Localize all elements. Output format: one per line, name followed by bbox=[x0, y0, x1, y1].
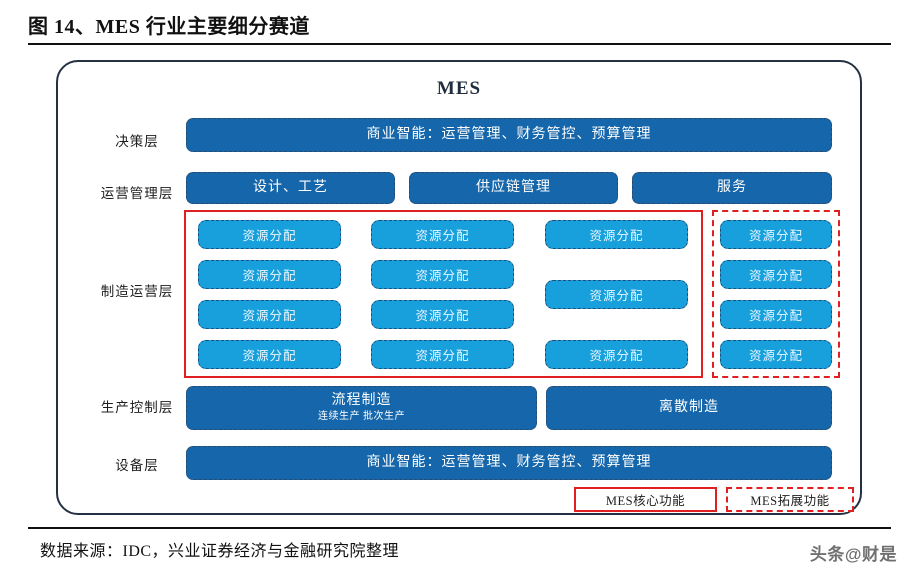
operations-bar-service[interactable]: 服务 bbox=[632, 172, 832, 204]
equipment-layer-bar[interactable]: 商业智能：运营管理、财务管控、预算管理 bbox=[186, 446, 832, 480]
core-cell-c1r4-label: 资源分配 bbox=[242, 349, 297, 363]
data-source-note: 数据来源：IDC，兴业证券经济与金融研究院整理 bbox=[40, 543, 400, 560]
core-cell-c3r3-label: 资源分配 bbox=[589, 349, 644, 363]
legend-extension-function-label: MES拓展功能 bbox=[750, 494, 830, 508]
production-bar-discrete-manufacturing[interactable]: 离散制造 bbox=[546, 386, 832, 430]
layer-label-production-control: 生产控制层 bbox=[100, 400, 174, 415]
operations-bar-service-label: 服务 bbox=[717, 179, 747, 195]
extension-cell-r4-label: 资源分配 bbox=[748, 349, 803, 363]
core-cell-c1r1[interactable]: 资源分配 bbox=[198, 220, 341, 249]
extension-cell-r2[interactable]: 资源分配 bbox=[720, 260, 832, 289]
layer-label-decision: 决策层 bbox=[115, 134, 159, 149]
core-cell-c2r1-label: 资源分配 bbox=[415, 229, 470, 243]
mes-extension-function-region bbox=[712, 210, 840, 378]
diagram-title: MES bbox=[436, 78, 482, 99]
layer-label-operations: 运营管理层 bbox=[100, 186, 174, 201]
core-cell-c3r2-label: 资源分配 bbox=[589, 289, 644, 303]
watermark: 头条@财是 bbox=[809, 545, 897, 564]
legend-core-function: MES核心功能 bbox=[574, 487, 717, 512]
core-cell-c2r4[interactable]: 资源分配 bbox=[371, 340, 514, 369]
title-divider bbox=[28, 43, 891, 45]
extension-cell-r4[interactable]: 资源分配 bbox=[720, 340, 832, 369]
extension-cell-r1-label: 资源分配 bbox=[748, 229, 803, 243]
core-cell-c2r3-label: 资源分配 bbox=[415, 309, 470, 323]
core-cell-c3r3[interactable]: 资源分配 bbox=[545, 340, 688, 369]
layer-label-manufacturing: 制造运营层 bbox=[100, 284, 174, 299]
operations-bar-design-label: 设计、工艺 bbox=[253, 179, 328, 195]
production-bar-process-manufacturing-title: 流程制造 bbox=[331, 393, 392, 409]
footer-divider bbox=[28, 527, 891, 529]
decision-layer-bar-label: 商业智能：运营管理、财务管控、预算管理 bbox=[366, 126, 652, 142]
core-cell-c2r2-label: 资源分配 bbox=[415, 269, 470, 283]
production-bar-discrete-manufacturing-title: 离散制造 bbox=[659, 399, 719, 415]
diagram-container: MES 决策层 运营管理层 制造运营层 生产控制层 设备层 商业智能：运营管理、… bbox=[56, 60, 862, 515]
production-bar-process-manufacturing[interactable]: 流程制造 连续生产 批次生产 bbox=[186, 386, 537, 430]
extension-cell-r3-label: 资源分配 bbox=[748, 309, 803, 323]
core-cell-c1r2[interactable]: 资源分配 bbox=[198, 260, 341, 289]
core-cell-c1r3-label: 资源分配 bbox=[242, 309, 297, 323]
core-cell-c1r3[interactable]: 资源分配 bbox=[198, 300, 341, 329]
core-cell-c3r1-label: 资源分配 bbox=[589, 229, 644, 243]
mes-core-function-region bbox=[184, 210, 703, 378]
operations-bar-supply-chain-label: 供应链管理 bbox=[476, 179, 551, 195]
extension-cell-r1[interactable]: 资源分配 bbox=[720, 220, 832, 249]
core-cell-c2r3[interactable]: 资源分配 bbox=[371, 300, 514, 329]
core-cell-c1r4[interactable]: 资源分配 bbox=[198, 340, 341, 369]
legend-core-function-label: MES核心功能 bbox=[605, 494, 686, 508]
core-cell-c2r2[interactable]: 资源分配 bbox=[371, 260, 514, 289]
core-cell-c1r2-label: 资源分配 bbox=[242, 269, 297, 283]
legend-extension-function: MES拓展功能 bbox=[726, 487, 854, 512]
production-bar-process-manufacturing-subtitle: 连续生产 批次生产 bbox=[318, 411, 405, 423]
core-cell-c3r2[interactable]: 资源分配 bbox=[545, 280, 688, 309]
decision-layer-bar[interactable]: 商业智能：运营管理、财务管控、预算管理 bbox=[186, 118, 832, 152]
core-cell-c3r1[interactable]: 资源分配 bbox=[545, 220, 688, 249]
operations-bar-supply-chain[interactable]: 供应链管理 bbox=[409, 172, 618, 204]
core-cell-c2r1[interactable]: 资源分配 bbox=[371, 220, 514, 249]
equipment-layer-bar-label: 商业智能：运营管理、财务管控、预算管理 bbox=[366, 454, 652, 470]
figure-title-block: 图 14、MES 行业主要细分赛道 bbox=[28, 10, 891, 45]
extension-cell-r3[interactable]: 资源分配 bbox=[720, 300, 832, 329]
layer-label-equipment: 设备层 bbox=[115, 458, 159, 473]
operations-bar-design[interactable]: 设计、工艺 bbox=[186, 172, 395, 204]
figure-title: 图 14、MES 行业主要细分赛道 bbox=[28, 16, 310, 38]
core-cell-c1r1-label: 资源分配 bbox=[242, 229, 297, 243]
core-cell-c2r4-label: 资源分配 bbox=[415, 349, 470, 363]
extension-cell-r2-label: 资源分配 bbox=[748, 269, 803, 283]
